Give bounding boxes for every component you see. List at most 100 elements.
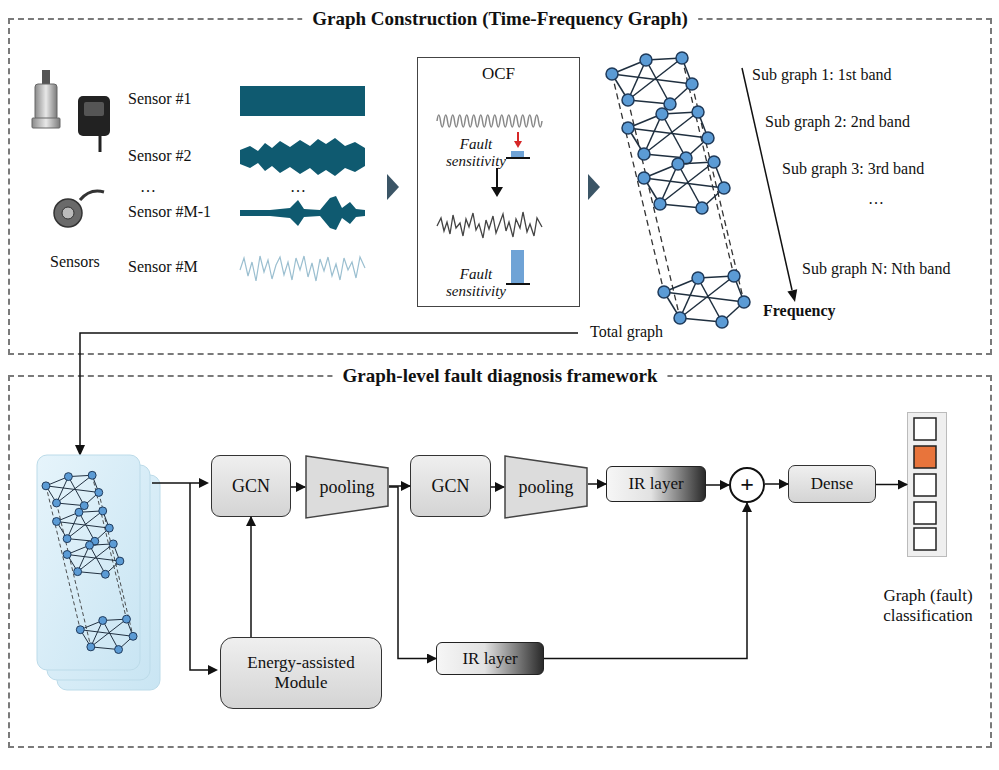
pooling-block: pooling [504,455,588,519]
sensor-signals [240,86,365,116]
connector-arrow [876,484,907,486]
output-vector: Graph (fault) classification [907,412,947,557]
ocf-illustration [511,151,524,158]
node-label: Fault sensitivity [438,136,514,170]
sensor-signals [240,256,365,281]
section-title: Graph-level fault diagnosis framework [332,365,667,387]
input-wires [152,482,200,484]
ocf-illustration [506,283,530,285]
text-label: Sub graph 1: 1st band [752,66,892,84]
total-graph-wire [75,333,578,456]
total-graph-wire [80,333,578,446]
text-label: Sensor #M [128,258,198,276]
node-label: GCN [232,476,270,497]
ocf-illustration [437,212,542,238]
ocf-illustration [437,115,542,284]
trapezoid-outline [306,456,388,518]
ocf-illustration [506,157,530,159]
sensor-icons [32,70,110,227]
time-frequency-graph [606,52,797,328]
sensor-icons [62,207,74,219]
ocf-illustration [491,187,503,197]
ir-layer: IR layer [436,642,544,675]
text-label: Frequency [763,302,836,320]
ocf-illustration [511,250,524,284]
node-label: IR layer [628,474,683,494]
graph-stack [42,471,137,653]
trapezoid-outline [505,456,587,518]
text-label: Sensor #1 [128,90,192,108]
text-label: Sensor #2 [128,147,192,165]
section-title: Graph Construction (Time-Frequency Graph… [302,8,698,30]
graph-stack [37,455,140,670]
class-cells [914,446,936,468]
sensor-icons [84,102,104,116]
node-label: + [740,471,754,499]
sensor-signals [240,138,365,176]
flow-chevrons [387,174,399,200]
node-label: Dense [811,474,853,494]
node-label: GCN [431,476,469,497]
sensor-icons [42,70,50,86]
time-frequency-graph [606,52,750,328]
text-label: … [868,190,884,208]
text-label: Sub graph N: Nth band [802,260,950,278]
class-cells [914,502,936,524]
ocf-box: OCFFault sensitivityFault sensitivity [417,57,580,307]
ocf-illustration [437,115,542,127]
connector-arrow [706,484,729,486]
dense-block: Dense [788,465,876,503]
input-wires [152,478,218,675]
input-wires [199,478,209,488]
sensor-icons [35,84,57,120]
class-cells [914,474,936,496]
node-label: IR layer [462,649,517,669]
sensor-signals [240,86,365,281]
time-frequency-graph [742,68,792,290]
graph-stack [47,465,150,680]
flow-chevrons [387,174,600,200]
connector-arrow [250,517,252,637]
text-label: … [290,178,306,196]
sensor-icons [99,136,102,152]
connector-arrow [291,486,305,488]
node-label: Graph (fault) classification [868,586,988,626]
graph-stack [57,475,160,690]
connector-arrow [389,485,410,487]
sensor-icons [54,199,82,227]
class-cells [914,418,936,440]
gcn-block: GCN [211,455,291,517]
connector-arrow [544,503,747,659]
ocf-illustration [514,141,522,148]
connector-arrow [389,487,436,659]
text-label: … [140,178,156,196]
node-label: Fault sensitivity [438,266,514,300]
ocf-illustration [496,168,498,188]
text-label: Total graph [590,323,663,341]
graph-stack [37,455,160,690]
node-label: Energy-assisted Module [231,653,371,692]
node-label: OCF [418,64,579,84]
section-frame: Graph-level fault diagnosis frameworkGCN… [8,375,992,748]
sensor-icons [32,118,60,128]
text-label: Sub graph 3: 3rd band [782,160,924,178]
connector-arrow [491,486,504,488]
text-label: Sub graph 2: 2nd band [765,113,910,131]
node-label: pooling [518,477,573,498]
text-label: Sensors [50,253,100,271]
flow-chevrons [588,174,600,200]
pooling-block: pooling [305,455,389,519]
connector-arrow [765,483,788,485]
input-wires [208,665,218,675]
ocf-illustration [517,132,519,142]
ir-layer: IR layer [606,466,706,502]
input-wires [190,483,208,670]
class-cells [914,528,936,550]
class-cells [914,418,936,550]
energy-module: Energy-assisted Module [220,637,382,709]
node-label: pooling [319,477,374,498]
text-label: Sensor #M-1 [128,203,211,221]
sensor-icons [78,96,110,136]
